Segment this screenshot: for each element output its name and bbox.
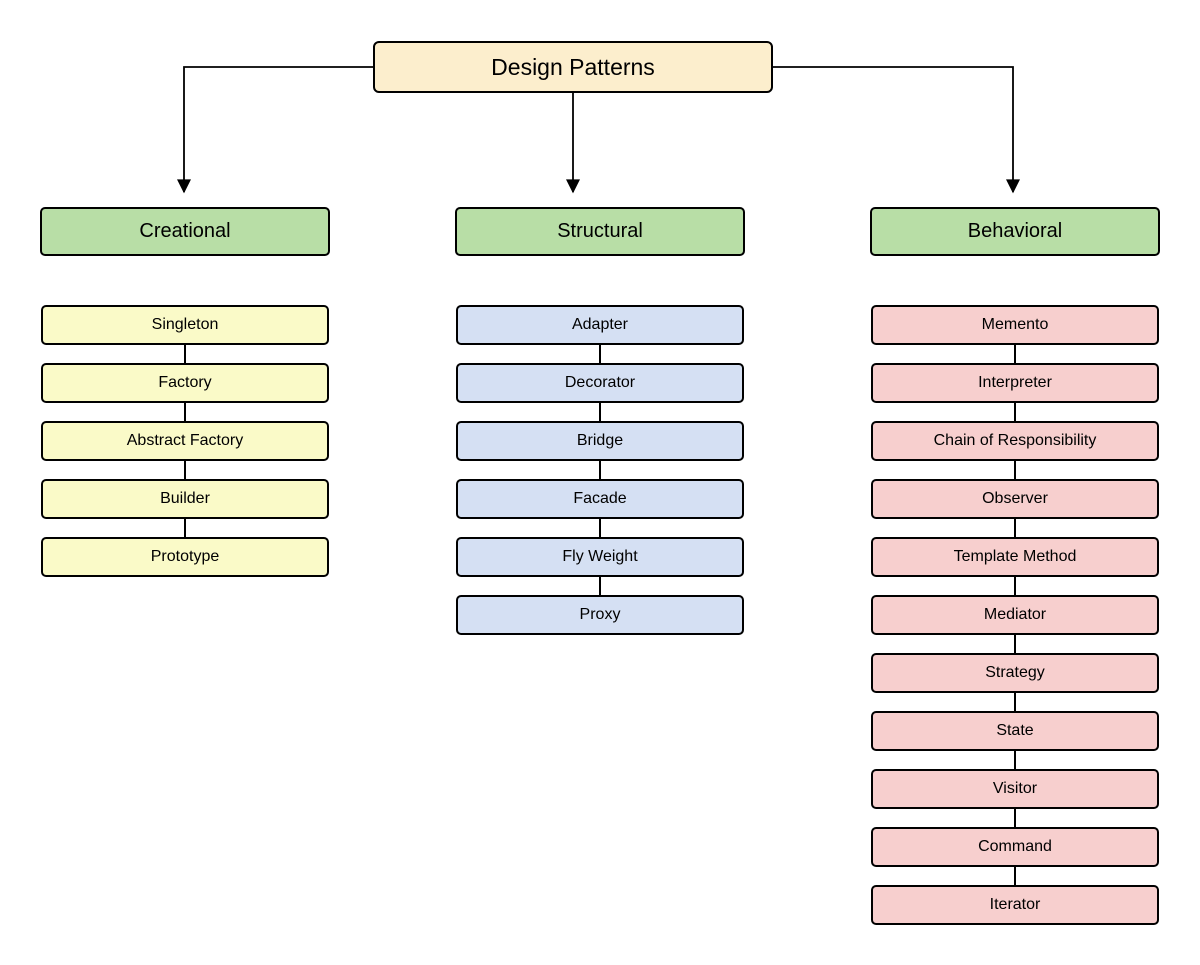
item-connector-line [1014,403,1016,421]
pattern-node-bridge: Bridge [456,421,744,461]
item-connector-line [184,461,186,479]
pattern-node-template-method: Template Method [871,537,1159,577]
pattern-node-state: State [871,711,1159,751]
item-connector-line [1014,867,1016,885]
pattern-node-factory: Factory [41,363,329,403]
pattern-node-mediator: Mediator [871,595,1159,635]
item-connector-line [1014,345,1016,363]
item-connector-line [599,345,601,363]
item-connector-line [1014,461,1016,479]
category-node-behavioral: Behavioral [870,207,1160,256]
pattern-node-memento: Memento [871,305,1159,345]
category-node-creational: Creational [40,207,330,256]
pattern-node-chain-of-responsibility: Chain of Responsibility [871,421,1159,461]
pattern-node-fly-weight: Fly Weight [456,537,744,577]
pattern-node-decorator: Decorator [456,363,744,403]
item-connector-line [599,577,601,595]
item-connector-line [184,519,186,537]
pattern-node-visitor: Visitor [871,769,1159,809]
item-connector-line [599,519,601,537]
item-connector-line [1014,577,1016,595]
item-connector-line [1014,519,1016,537]
pattern-node-prototype: Prototype [41,537,329,577]
item-connector-line [1014,635,1016,653]
pattern-node-command: Command [871,827,1159,867]
pattern-node-abstract-factory: Abstract Factory [41,421,329,461]
pattern-node-iterator: Iterator [871,885,1159,925]
item-connector-line [184,345,186,363]
category-node-structural: Structural [455,207,745,256]
pattern-node-builder: Builder [41,479,329,519]
item-connector-line [184,403,186,421]
pattern-node-strategy: Strategy [871,653,1159,693]
item-connector-line [599,461,601,479]
pattern-node-interpreter: Interpreter [871,363,1159,403]
pattern-node-observer: Observer [871,479,1159,519]
root-node-design-patterns: Design Patterns [373,41,773,93]
edge-root-to-creational [177,66,373,194]
item-connector-line [1014,693,1016,711]
item-connector-line [1014,751,1016,769]
item-connector-line [1014,809,1016,827]
pattern-node-singleton: Singleton [41,305,329,345]
pattern-node-proxy: Proxy [456,595,744,635]
edge-root-to-behavioral [773,66,1020,194]
pattern-node-adapter: Adapter [456,305,744,345]
item-connector-line [599,403,601,421]
pattern-node-facade: Facade [456,479,744,519]
